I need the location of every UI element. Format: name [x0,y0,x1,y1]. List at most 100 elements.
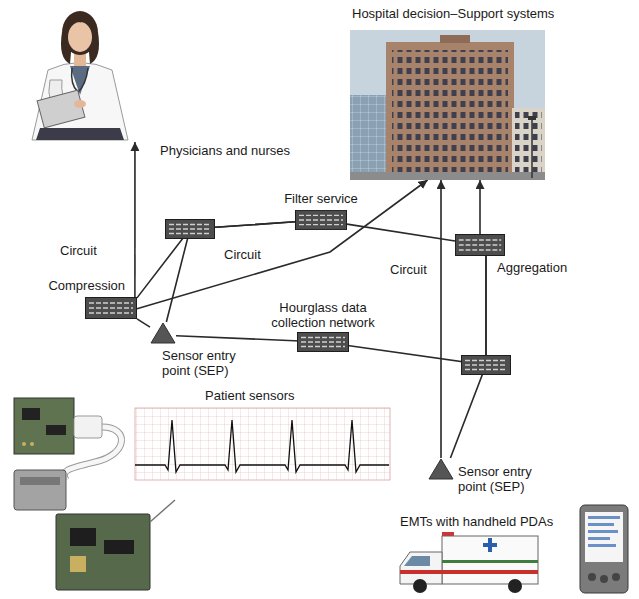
ecg-strip-part [135,408,390,480]
ambulance-part [508,579,522,593]
ambulance-part [442,560,538,563]
node-label: Sensor entry point (SEP) [162,348,248,378]
physician-photo-part [37,90,85,128]
physician-photo-part [68,22,92,52]
router-body [296,210,347,229]
router-icon-part [465,361,507,370]
network-link [134,142,136,297]
router-icon [298,333,349,352]
router-icon [166,220,215,239]
network-link [137,180,428,309]
staff-photo: Physicians and nurses [20,2,140,142]
physician-photo-part [36,128,124,140]
sensor-devices-part [74,416,102,438]
sensor-devices-part [14,470,66,510]
physician-photo-part [72,68,88,92]
network-link [137,222,295,298]
triangle-shape [429,459,453,479]
sensor-entry-point: Sensor entry point (SEP) [150,322,176,344]
sensor-devices-part [150,500,175,522]
ambulance [400,532,538,593]
router-ports [299,215,343,224]
triangle-shape [151,323,175,343]
physician-photo-part [70,66,90,95]
hospital-photo-part [531,120,533,178]
router-ports [89,303,133,313]
router-icon [455,234,505,256]
sensor-devices-part [22,442,26,446]
triangle-symbol [428,458,454,480]
node-label: Sensor entry point (SEP) [458,464,544,494]
sensor-devices-part [70,528,96,546]
router-icon-part [462,356,511,375]
pda-device-part [600,575,608,583]
physician-photo-part [32,63,128,141]
node-label: Filter service [284,191,358,206]
hospital-photo-part [512,108,545,180]
hospital-photo-part [350,30,545,180]
pda-device-part [588,537,610,540]
pda-device-part [588,530,618,533]
physician-photo [32,11,128,140]
sensor-devices-part [22,408,40,420]
connection-label: Circuit [388,262,429,277]
pda-device-part [580,505,628,593]
triangle-symbol [150,322,176,344]
pda-device-part [612,573,620,581]
hospital-photo-part [515,112,542,172]
hospital-node: Hospital decision–Support systems [350,30,545,180]
hospital-photo-part [386,42,514,180]
router-body [86,298,137,319]
connection-label: Circuit [58,243,99,258]
sensor-devices-part [30,442,34,446]
pda-device-part [588,523,614,526]
node-label: Aggregation [497,260,567,275]
network-link [479,180,481,234]
pda-device-part [588,516,620,519]
pda-device-part [588,573,596,581]
node-label: Hospital decision–Support systems [352,6,554,21]
ecg-strip [135,408,390,480]
ambulance-part [442,536,538,584]
ambulance-part [413,579,427,593]
network-label: Hourglass data collection network [258,300,388,330]
sensor-devices-part [20,477,60,485]
sensor-photo: Patient sensors [8,386,392,596]
sensor-devices-part [104,540,134,554]
network-link [440,180,442,458]
sensor-entry-point: Sensor entry point (SEP) [428,458,454,480]
node-label: Patient sensors [205,388,295,403]
router-icon-part [301,338,345,347]
router-node: Aggregation [455,234,505,256]
physician-photo-part [66,22,95,32]
router-icon [462,356,511,375]
physician-photo-part [74,100,86,108]
ambulance-part [488,538,492,552]
sensor-devices-part [46,425,66,435]
router-icon-part [298,333,349,352]
sensor-devices [14,398,175,590]
router-node: Filter service [295,210,347,230]
hospital-photo-part [528,116,536,120]
hospital-photo-part [350,95,388,180]
router-node: Compression [85,297,137,319]
sensor-devices-part [14,398,74,454]
router-body [455,235,504,256]
ecg-strip-part [135,420,389,472]
ambulance-part [404,556,430,566]
network-link [137,319,150,327]
hospital-photo-part [350,172,545,180]
sensor-devices-part [56,514,150,590]
ambulance-part [400,570,538,574]
connection-label: Circuit [222,247,263,262]
node-label: EMTs with handheld PDAs [400,514,553,529]
node-label: Compression [48,278,125,293]
ecg-strip-part [135,408,390,480]
pda-device [580,505,628,593]
node-label: Physicians and nurses [160,143,290,158]
router-ports [459,240,501,250]
pda-device-part [588,544,616,547]
hospital-photo-part [350,95,388,180]
hospital-photo [350,30,545,180]
